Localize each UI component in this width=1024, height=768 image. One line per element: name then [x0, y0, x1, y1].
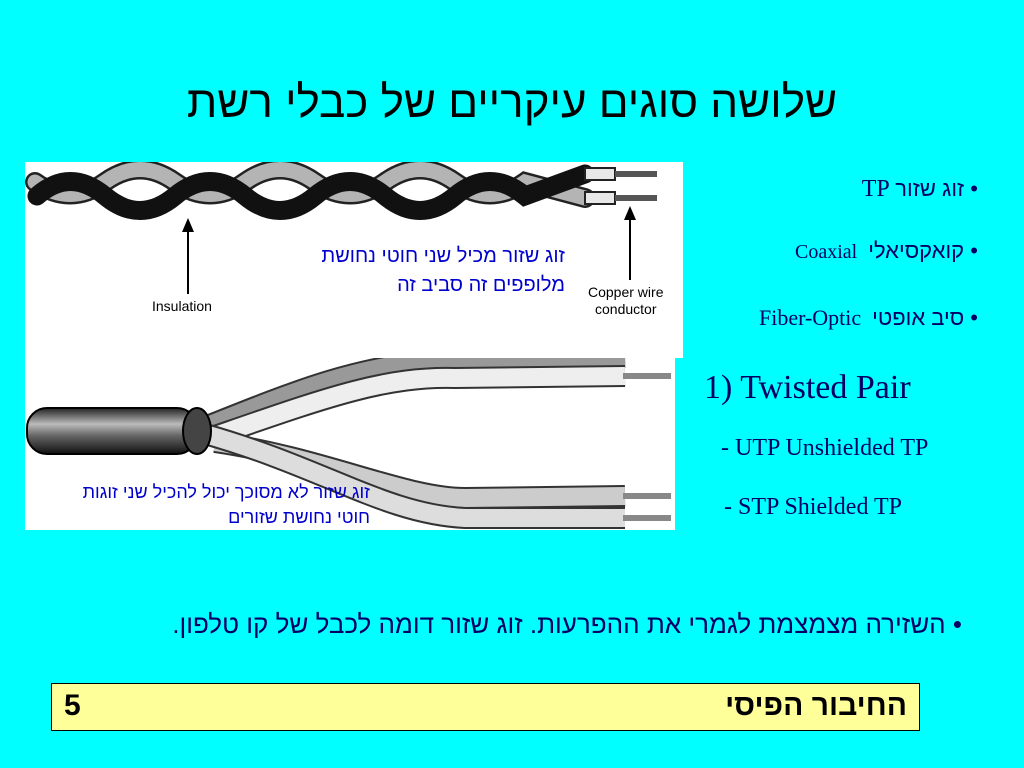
footer-bar: החיבור הפיסי 5	[51, 683, 920, 731]
copper-label-line1: Copper wire	[588, 284, 664, 300]
bullet-fiber-optic: • סיב אופטי Fiber-Optic	[738, 302, 978, 334]
twisted-pair-figure	[25, 159, 683, 358]
twisted-pair-heading: 1) Twisted Pair	[704, 369, 911, 406]
twisted-pair-drawing	[25, 159, 657, 294]
utp-cable-drawing	[26, 344, 671, 529]
bullet-dot: •	[964, 238, 978, 263]
utp-caption: זוג שזור לא מסוכך יכול להכיל שני זוגות ח…	[82, 482, 370, 527]
bullet-hebrew: סיב אופטי	[872, 305, 965, 330]
copper-label-line2: conductor	[595, 301, 657, 317]
bullet-english: Fiber-Optic	[758, 305, 862, 330]
bullet-hebrew: זוג שזור	[895, 176, 965, 201]
footer-title: החיבור הפיסי	[725, 689, 907, 722]
bullet-coaxial: • קואקסיאלי Coaxial	[795, 238, 978, 264]
bullet-dot: •	[964, 305, 978, 330]
bullet-twisted-pair: • זוג שזור TP	[862, 176, 978, 203]
bullet-hebrew: קואקסיאלי	[868, 238, 965, 263]
insulation-label: Insulation	[152, 298, 212, 314]
bullet-english: TP	[861, 176, 890, 202]
utp-cable-figure	[25, 344, 675, 530]
utp-item: - UTP Unshielded TP	[721, 435, 929, 461]
stp-item: - STP Shielded TP	[724, 494, 903, 520]
note-text: השזירה מצמצמת לגמרי את ההפרעות. זוג שזור…	[172, 609, 946, 639]
bullet-english: Coaxial	[795, 241, 858, 263]
copper-conductor-label: Copper wire conductor	[588, 284, 663, 318]
twisted-pair-caption: זוג שזור מכיל שני חוטי נחושת מלופפים זה …	[321, 245, 565, 296]
slide-title: שלושה סוגים עיקריים של כבלי רשת	[186, 78, 838, 127]
bullet-dot: •	[964, 176, 978, 201]
note-bullet: •	[945, 609, 962, 639]
bottom-note: • השזירה מצמצמת לגמרי את ההפרעות. זוג שז…	[100, 606, 962, 642]
page-number: 5	[64, 689, 81, 722]
